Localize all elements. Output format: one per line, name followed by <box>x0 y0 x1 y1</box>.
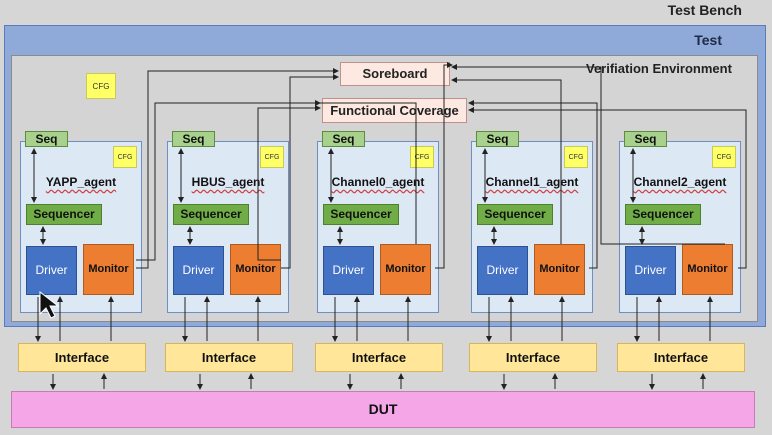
monitor-box: Monitor <box>230 244 281 295</box>
agent-name-label: Channel0_agent <box>331 175 425 189</box>
agent-cfg-badge: CFG <box>712 146 736 168</box>
wire <box>136 100 321 261</box>
testbench-label: Test Bench <box>667 2 742 18</box>
sequencer-box: Sequencer <box>173 204 249 225</box>
driver-box: Driver <box>26 246 77 295</box>
seq-box: Seq <box>172 131 215 147</box>
agent-name-label: Channel2_agent <box>633 175 727 189</box>
agent-name-label: YAPP_agent <box>45 175 117 189</box>
sequencer-box: Sequencer <box>625 204 701 225</box>
wire <box>451 77 562 244</box>
agent-cfg-badge: CFG <box>113 146 137 168</box>
seq-box: Seq <box>322 131 365 147</box>
wire <box>468 100 598 269</box>
wire <box>136 68 339 269</box>
interface-box: Interface <box>617 343 745 372</box>
seq-box: Seq <box>476 131 519 147</box>
interface-box: Interface <box>469 343 597 372</box>
monitor-box: Monitor <box>380 244 431 295</box>
wire <box>320 102 417 244</box>
driver-box: Driver <box>173 246 224 295</box>
wire <box>281 74 339 269</box>
env-cfg-badge: CFG <box>86 73 116 99</box>
monitor-box: Monitor <box>534 244 585 295</box>
driver-box: Driver <box>625 246 676 295</box>
agent-name-label: Channel1_agent <box>485 175 579 189</box>
sequencer-box: Sequencer <box>26 204 102 225</box>
environment-label: Verifiation Environment <box>586 61 732 76</box>
agent-name-label: HBUS_agent <box>191 175 265 189</box>
mouse-cursor-icon <box>39 290 60 319</box>
test-label: Test <box>694 32 722 48</box>
driver-box: Driver <box>323 246 374 295</box>
scoreboard-box: Soreboard <box>340 62 450 86</box>
sequencer-box: Sequencer <box>323 204 399 225</box>
driver-box: Driver <box>477 246 528 295</box>
wire <box>257 105 321 261</box>
functional-coverage-box: Functional Coverage <box>322 98 467 123</box>
wire <box>451 64 725 245</box>
interface-box: Interface <box>165 343 293 372</box>
sequencer-box: Sequencer <box>477 204 553 225</box>
agent-cfg-badge: CFG <box>564 146 588 168</box>
wire <box>468 107 747 269</box>
seq-box: Seq <box>624 131 667 147</box>
interface-box: Interface <box>18 343 146 372</box>
interface-box: Interface <box>315 343 443 372</box>
seq-box: Seq <box>25 131 68 147</box>
dut-box: DUT <box>11 391 755 428</box>
wire <box>435 64 452 269</box>
agent-cfg-badge: CFG <box>260 146 284 168</box>
monitor-box: Monitor <box>83 244 134 295</box>
